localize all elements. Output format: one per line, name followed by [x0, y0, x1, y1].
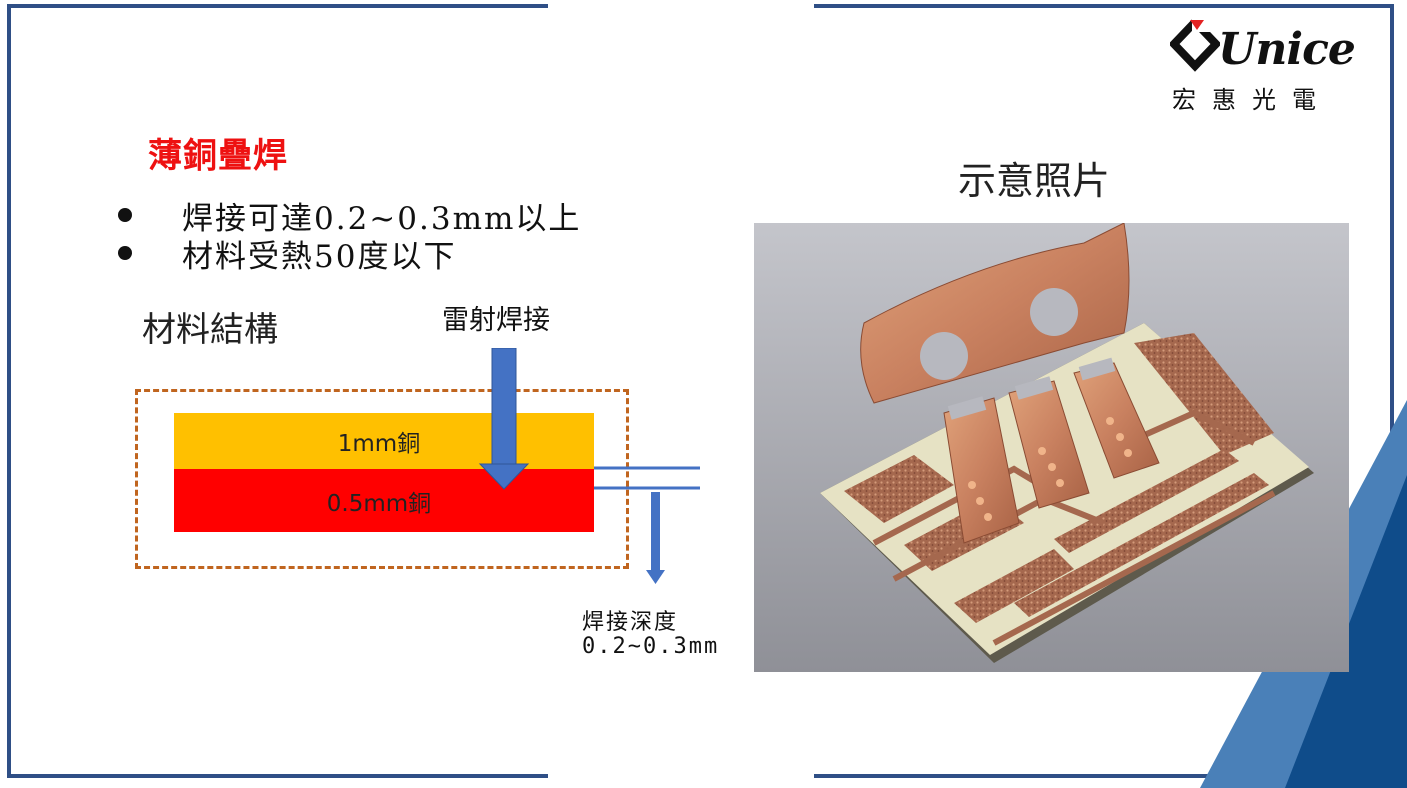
logo-subtitle: 宏惠光電 — [1172, 86, 1332, 114]
copper-layer-bottom: 0.5mm銅 — [174, 469, 594, 532]
slide-title: 薄銅疊焊 — [148, 136, 288, 176]
copper-layer-top: 1mm銅 — [174, 413, 594, 469]
bullet-text: 焊接可達0.2~0.3mm以上 — [182, 200, 582, 237]
pcb-photo — [754, 223, 1349, 672]
bullet-item: 材料受熱50度以下 — [118, 234, 581, 275]
logo-brand: Unice — [1218, 24, 1356, 75]
frame-left — [7, 4, 11, 778]
laser-label: 雷射焊接 — [442, 305, 550, 336]
structure-label: 材料結構 — [142, 310, 278, 350]
frame-top-right — [814, 4, 1394, 8]
frame-top-left — [7, 4, 548, 8]
logo-icon — [1170, 18, 1220, 72]
layer-top-label: 1mm銅 — [337, 431, 421, 457]
bullet-item: 焊接可達0.2~0.3mm以上 — [118, 196, 581, 237]
frame-right — [1390, 4, 1394, 778]
layer-bottom-label: 0.5mm銅 — [326, 490, 432, 517]
frame-bottom-right — [814, 774, 1394, 778]
depth-indicator — [594, 466, 700, 584]
frame-bottom-left — [7, 774, 548, 778]
photo-caption: 示意照片 — [958, 159, 1111, 203]
structure-dashed-box — [135, 389, 629, 569]
bullet-list: 焊接可達0.2~0.3mm以上 材料受熱50度以下 — [118, 196, 581, 275]
laser-arrow-icon — [478, 348, 530, 490]
bullet-dot-icon — [118, 208, 132, 222]
bullet-dot-icon — [118, 246, 132, 260]
depth-value: 0.2~0.3mm — [582, 634, 720, 659]
depth-label: 焊接深度 — [582, 610, 679, 635]
bullet-text: 材料受熱50度以下 — [182, 238, 457, 275]
